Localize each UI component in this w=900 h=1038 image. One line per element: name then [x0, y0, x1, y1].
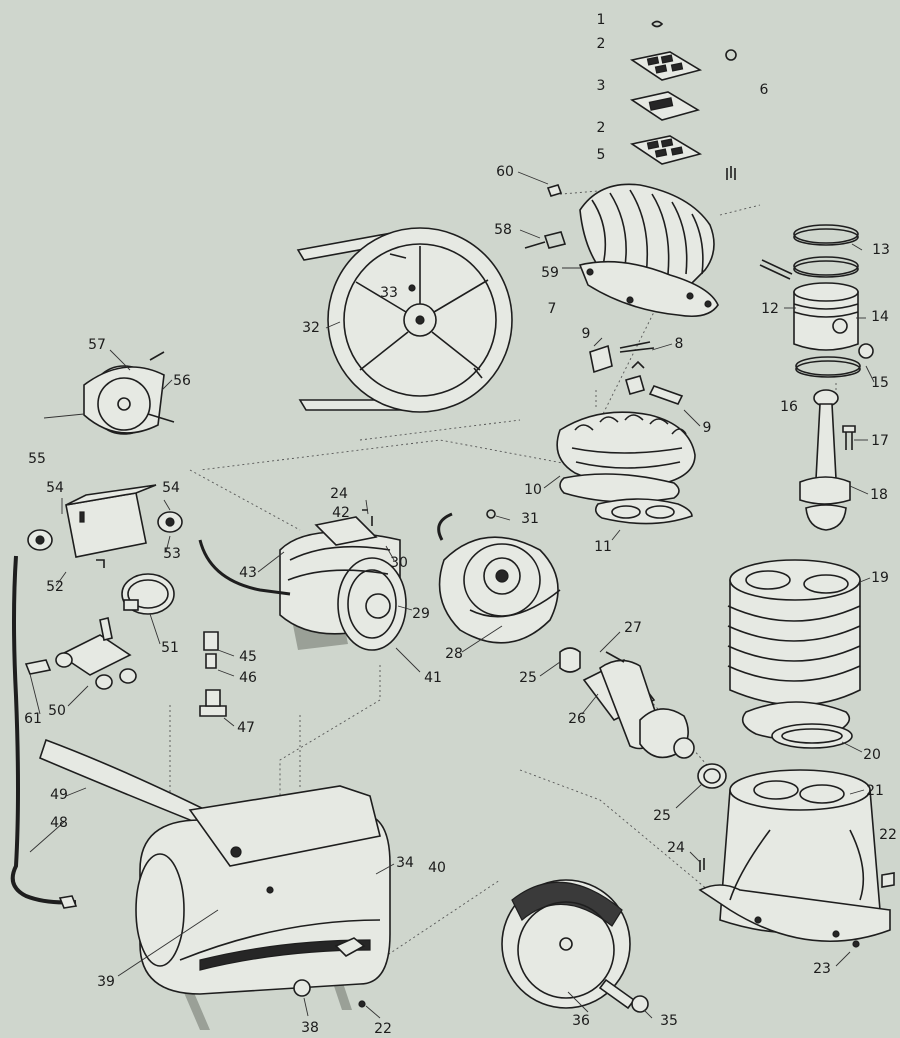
label-55: 55	[28, 451, 46, 467]
label-36: 36	[572, 1013, 590, 1029]
label-23: 23	[813, 961, 831, 977]
label-19: 19	[871, 570, 889, 586]
label-26: 26	[568, 711, 586, 727]
label-2-top: 2	[597, 36, 606, 52]
label-6: 6	[760, 82, 769, 98]
label-21: 21	[866, 783, 884, 799]
label-50: 50	[48, 703, 66, 719]
label-17: 17	[871, 433, 889, 449]
label-33: 33	[380, 285, 398, 301]
label-51: 51	[161, 640, 179, 656]
valve-body	[556, 411, 696, 525]
label-11: 11	[594, 539, 612, 555]
hose	[10, 555, 78, 909]
label-40: 40	[428, 860, 446, 876]
label-12: 12	[761, 301, 779, 317]
label-28: 28	[445, 646, 463, 662]
label-25-left: 25	[519, 670, 537, 686]
label-48: 48	[50, 815, 68, 831]
piston-assembly	[759, 224, 874, 378]
label-15: 15	[871, 375, 889, 391]
label-32: 32	[302, 320, 320, 336]
label-42: 42	[332, 505, 350, 521]
label-8: 8	[675, 336, 684, 352]
label-5: 5	[597, 147, 606, 163]
crankshaft	[559, 647, 727, 789]
pulley	[437, 509, 561, 644]
air-filter	[43, 351, 175, 435]
label-38: 38	[301, 1020, 319, 1036]
connecting-rod	[799, 389, 856, 531]
label-46: 46	[239, 670, 257, 686]
label-52: 52	[46, 579, 64, 595]
label-54-right: 54	[162, 480, 180, 496]
valve-plate-stack	[629, 20, 737, 180]
cylinder	[727, 559, 861, 749]
label-30: 30	[390, 555, 408, 571]
label-9-bottom: 9	[703, 420, 712, 436]
label-7: 7	[548, 301, 557, 317]
label-59: 59	[541, 265, 559, 281]
label-1: 1	[597, 12, 606, 28]
label-14: 14	[871, 309, 889, 325]
label-13: 13	[872, 242, 890, 258]
label-45: 45	[239, 649, 257, 665]
label-24-top: 24	[330, 486, 348, 502]
label-10: 10	[524, 482, 542, 498]
label-31: 31	[521, 511, 539, 527]
label-43: 43	[239, 565, 257, 581]
flywheel	[296, 227, 513, 413]
label-22-right: 22	[879, 827, 897, 843]
gauge-manifold	[24, 573, 227, 717]
part-labels: 1 2 3 2 5 6 60 58 59 7 13 12 14 15 16 17…	[24, 12, 897, 1037]
label-34: 34	[396, 855, 414, 871]
label-57: 57	[88, 337, 106, 353]
label-29: 29	[412, 606, 430, 622]
label-22-bottom: 22	[374, 1021, 392, 1037]
label-54-left: 54	[46, 480, 64, 496]
label-49: 49	[50, 787, 68, 803]
label-60: 60	[496, 164, 514, 180]
label-35: 35	[660, 1013, 678, 1029]
cylinder-head	[524, 183, 719, 318]
label-16: 16	[780, 399, 798, 415]
label-56: 56	[173, 373, 191, 389]
label-25-right: 25	[653, 808, 671, 824]
label-24-bottom: 24	[667, 840, 685, 856]
reed-valves	[589, 341, 684, 405]
label-9-top: 9	[582, 326, 591, 342]
label-27: 27	[624, 620, 642, 636]
label-61: 61	[24, 711, 42, 727]
label-3: 3	[597, 78, 606, 94]
label-53: 53	[163, 546, 181, 562]
tank	[39, 738, 391, 1030]
crankcase	[698, 769, 895, 948]
label-20: 20	[863, 747, 881, 763]
label-18: 18	[870, 487, 888, 503]
label-39: 39	[97, 974, 115, 990]
label-58: 58	[494, 222, 512, 238]
label-41: 41	[424, 670, 442, 686]
wheel	[501, 879, 649, 1013]
label-47: 47	[237, 720, 255, 736]
leader-lines	[29, 171, 875, 1019]
motor	[198, 509, 407, 651]
label-2-bottom: 2	[597, 120, 606, 136]
pressure-switch	[27, 484, 183, 568]
